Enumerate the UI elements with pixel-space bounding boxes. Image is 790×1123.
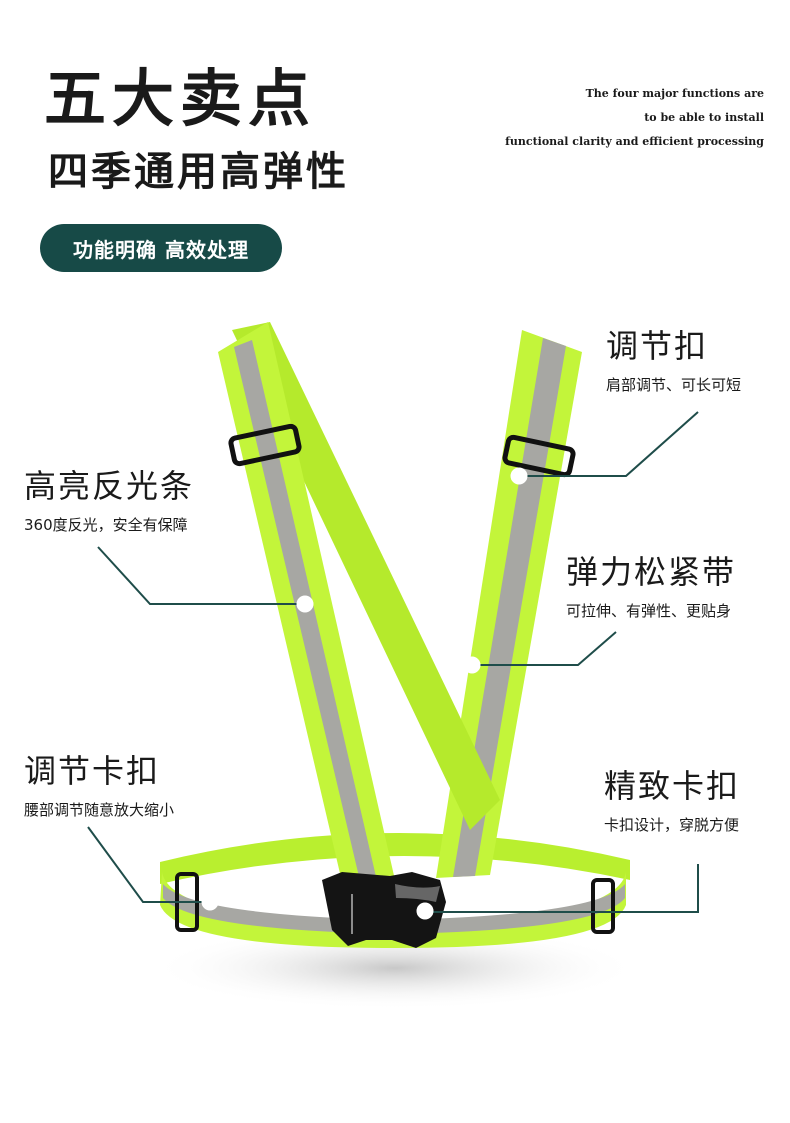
callout-dot-elastic [463, 656, 481, 674]
right-shoulder-strap [436, 330, 582, 878]
feature-title: 调节扣 [606, 327, 709, 365]
front-buckle [322, 872, 446, 948]
waist-belt-front [160, 872, 626, 948]
english-caption: The four major functions are to be able … [505, 82, 764, 154]
callout-line-buckle [425, 864, 699, 913]
feature-title: 精致卡扣 [604, 767, 741, 805]
shoulder-adjuster-right [502, 434, 576, 478]
callout-dot-reflective [296, 595, 314, 613]
vest-shadow [150, 926, 640, 1010]
feature-desc: 腰部调节随意放大缩小 [24, 801, 175, 819]
feature-badge: 功能明确 高效处理 [40, 224, 282, 272]
page-subtitle: 四季通用高弹性 [48, 149, 349, 195]
callout-line-waist [87, 826, 210, 903]
feature-desc: 360度反光，安全有保障 [24, 516, 188, 534]
callout-line-reflective [97, 546, 304, 605]
callout-dot-buckle [416, 902, 434, 920]
feature-shoulder-buckle: 调节扣 肩部调节、可长可短 [606, 330, 741, 393]
english-caption-line: functional clarity and efficient process… [505, 135, 764, 148]
page-title: 五大卖点 [44, 62, 317, 135]
feature-title: 高亮反光条 [24, 467, 195, 505]
callout-line-shoulder [520, 411, 699, 477]
callout-dot-shoulder [510, 467, 528, 485]
feature-front-buckle: 精致卡扣 卡扣设计，穿脱方便 [604, 770, 740, 833]
english-caption-line: The four major functions are [585, 87, 764, 100]
feature-title: 弹力松紧带 [566, 553, 737, 591]
waist-adjuster-right [591, 878, 615, 934]
english-caption-line: to be able to install [644, 111, 764, 124]
feature-elastic-band: 弹力松紧带 可拉伸、有弹性、更贴身 [566, 556, 736, 619]
feature-desc: 可拉伸、有弹性、更贴身 [566, 602, 732, 620]
feature-desc: 卡扣设计，穿脱方便 [604, 816, 740, 834]
feature-reflective-strip: 高亮反光条 360度反光，安全有保障 [24, 470, 194, 533]
feature-waist-buckle: 调节卡扣 腰部调节随意放大缩小 [24, 755, 174, 818]
feature-title: 调节卡扣 [24, 752, 161, 790]
shoulder-adjuster-left [228, 423, 302, 467]
feature-desc: 肩部调节、可长可短 [606, 376, 742, 394]
waist-belt-back [160, 832, 630, 884]
callout-dot-waist [201, 893, 219, 911]
callout-line-elastic [472, 631, 617, 666]
